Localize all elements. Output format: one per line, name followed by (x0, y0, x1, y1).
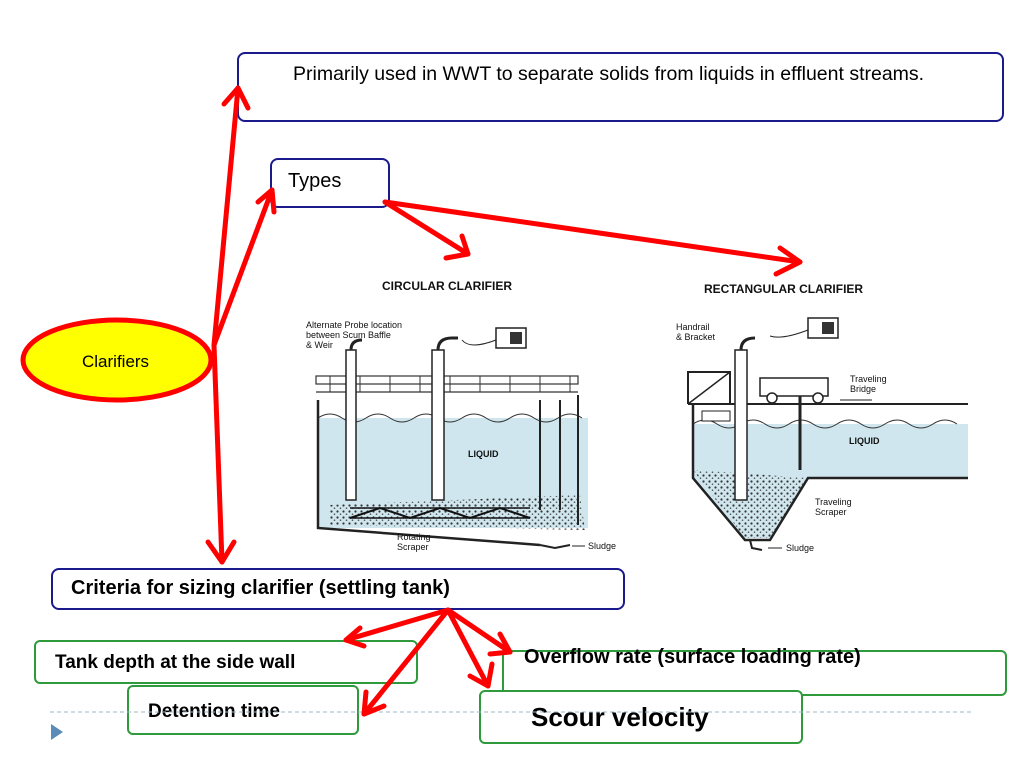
scour-velocity-label: Scour velocity (531, 702, 709, 732)
rectangular-sludge (693, 470, 808, 538)
criteria-label: Criteria for sizing clarifier (settling … (71, 577, 450, 599)
rectangular-clarifier-title: RECTANGULAR CLARIFIER (704, 282, 863, 296)
connector-arrows (205, 85, 803, 717)
rectangular-sludge-label: Sludge (786, 543, 814, 553)
circular-probe-note-1: Alternate Probe location (306, 320, 402, 330)
circular-probe-note-2: between Scum Baffle (306, 330, 391, 340)
overflow-rate-label: Overflow rate (surface loading rate) (524, 646, 861, 668)
bridge-label-1: Traveling (850, 374, 887, 384)
circular-scraper-label-2: Scraper (397, 542, 429, 552)
handrail-label-2: & Bracket (676, 332, 716, 342)
overflow-rate-box (502, 650, 1007, 696)
circular-scraper-label-1: Rotating (397, 532, 431, 542)
rectangular-scraper-label-2: Scraper (815, 507, 847, 517)
handrail-label-1: Handrail (676, 322, 710, 332)
circular-clarifier-title: CIRCULAR CLARIFIER (382, 279, 512, 293)
slide-marker-icon (51, 724, 63, 740)
scour-velocity-box: Scour velocity (479, 690, 803, 744)
criteria-box: Criteria for sizing clarifier (settling … (51, 568, 625, 610)
traveling-bridge-icon (759, 377, 829, 397)
circular-sludge-label: Sludge (588, 541, 616, 551)
circular-liquid-label: LIQUID (468, 449, 499, 459)
tank-depth-box: Tank depth at the side wall (34, 640, 418, 684)
detention-time-box: Detention time (127, 685, 359, 735)
circular-sludge (330, 495, 585, 530)
rectangular-clarifier-figure: RECTANGULAR CLARIFIER Handrail & Bracket… (676, 282, 968, 553)
types-box: Types (270, 158, 390, 208)
bridge-label-2: Bridge (850, 384, 876, 394)
rectangular-liquid-label: LIQUID (849, 436, 880, 446)
rectangular-scraper-label-1: Traveling (815, 497, 852, 507)
circular-clarifier-figure: CIRCULAR CLARIFIER (306, 279, 616, 552)
central-node (20, 317, 214, 403)
central-node-label: Clarifiers (82, 352, 149, 371)
definition-box: Primarily used in WWT to separate solids… (237, 52, 1004, 122)
tank-depth-label: Tank depth at the side wall (55, 652, 296, 673)
types-label: Types (288, 170, 342, 192)
definition-text: Primarily used in WWT to separate solids… (293, 63, 925, 85)
circular-probe-note-3: & Weir (306, 340, 333, 350)
